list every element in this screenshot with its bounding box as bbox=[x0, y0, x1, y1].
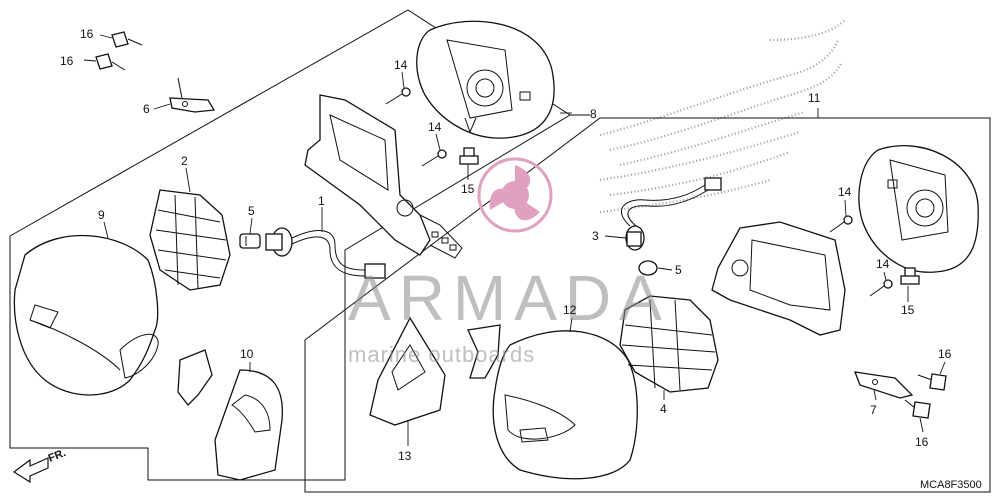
diagram-code: MCA8F3500 bbox=[920, 479, 982, 491]
grommet-15-left[interactable] bbox=[459, 147, 479, 165]
watermark-tagline: marine outboards bbox=[348, 342, 535, 367]
mirror-glass-left[interactable] bbox=[416, 20, 555, 139]
callout-14: 14 bbox=[428, 120, 442, 134]
watermark-emblem-blade bbox=[515, 165, 531, 195]
leader-lines bbox=[83, 34, 946, 446]
callout-16: 16 bbox=[938, 347, 952, 361]
callout-11: 11 bbox=[808, 91, 821, 105]
bolt-16-lower-right[interactable] bbox=[904, 399, 931, 419]
bulb-right[interactable] bbox=[638, 260, 658, 276]
mirror-base-right[interactable] bbox=[711, 221, 846, 336]
screw-14-mid-right[interactable] bbox=[869, 279, 893, 297]
screw-14-mid-left[interactable] bbox=[421, 149, 447, 167]
bolt-16-upper-left[interactable] bbox=[111, 31, 143, 48]
watermark: ARMADA marine outboards bbox=[348, 157, 670, 367]
watermark-brand: ARMADA bbox=[348, 262, 670, 334]
watermark-emblem-blade bbox=[514, 195, 540, 221]
bracket-right[interactable] bbox=[853, 371, 914, 399]
callout-13: 13 bbox=[398, 449, 412, 463]
mirror-cover-left[interactable] bbox=[13, 234, 159, 396]
bulb-socket-harness[interactable] bbox=[265, 227, 386, 279]
front-label: FR. bbox=[47, 447, 68, 465]
callout-14: 14 bbox=[838, 185, 852, 199]
callout-16: 16 bbox=[80, 27, 94, 41]
mirror-cover-right[interactable] bbox=[492, 330, 638, 480]
callout-12: 12 bbox=[563, 303, 577, 317]
watermark-emblem-ring bbox=[477, 157, 553, 233]
callout-16: 16 bbox=[60, 54, 74, 68]
bulb-left[interactable] bbox=[239, 233, 261, 249]
honda-wing-logo bbox=[599, 19, 846, 214]
bolt-16-lower-left[interactable] bbox=[95, 53, 126, 71]
turn-signal-lens-left[interactable] bbox=[149, 189, 231, 291]
mirror-glass-right[interactable] bbox=[858, 145, 979, 273]
front-direction-arrow: FR. bbox=[12, 447, 68, 484]
screw-14-upper-left[interactable] bbox=[385, 87, 411, 105]
callout-5: 5 bbox=[675, 263, 682, 277]
screw-14-upper-right[interactable] bbox=[829, 215, 853, 233]
bracket-left[interactable] bbox=[169, 77, 216, 113]
callout-14: 14 bbox=[394, 58, 408, 72]
watermark-emblem-blade bbox=[489, 188, 515, 210]
turn-signal-lens-right[interactable] bbox=[619, 295, 719, 393]
callout-6: 6 bbox=[143, 102, 150, 116]
bolt-16-upper-right[interactable] bbox=[917, 373, 947, 391]
inner-cover-left[interactable] bbox=[214, 369, 284, 481]
callout-3: 3 bbox=[592, 229, 599, 243]
right-group-boundary bbox=[304, 117, 991, 493]
callout-5: 5 bbox=[248, 204, 255, 218]
callout-16: 16 bbox=[915, 435, 929, 449]
clip-center[interactable] bbox=[467, 324, 501, 379]
arrow-left-icon bbox=[12, 457, 49, 484]
grommet-15-right[interactable] bbox=[900, 267, 920, 285]
mirror-insert-13[interactable] bbox=[369, 316, 446, 426]
callout-9: 9 bbox=[98, 208, 105, 222]
callout-2: 2 bbox=[181, 154, 188, 168]
mirror-base-left[interactable] bbox=[304, 94, 463, 259]
clip-left[interactable] bbox=[177, 349, 213, 406]
callout-7: 7 bbox=[870, 403, 877, 417]
callout-numbers: 16 16 6 2 9 5 1 14 14 15 8 10 13 12 11 3… bbox=[60, 27, 952, 463]
callout-15: 15 bbox=[461, 182, 475, 196]
callout-4: 4 bbox=[660, 402, 667, 416]
callout-15: 15 bbox=[901, 303, 915, 317]
callout-8: 8 bbox=[590, 107, 597, 121]
callout-10: 10 bbox=[240, 347, 254, 361]
bulb-socket-harness-right[interactable] bbox=[621, 177, 722, 251]
callout-14: 14 bbox=[876, 257, 890, 271]
callout-1: 1 bbox=[318, 194, 325, 208]
